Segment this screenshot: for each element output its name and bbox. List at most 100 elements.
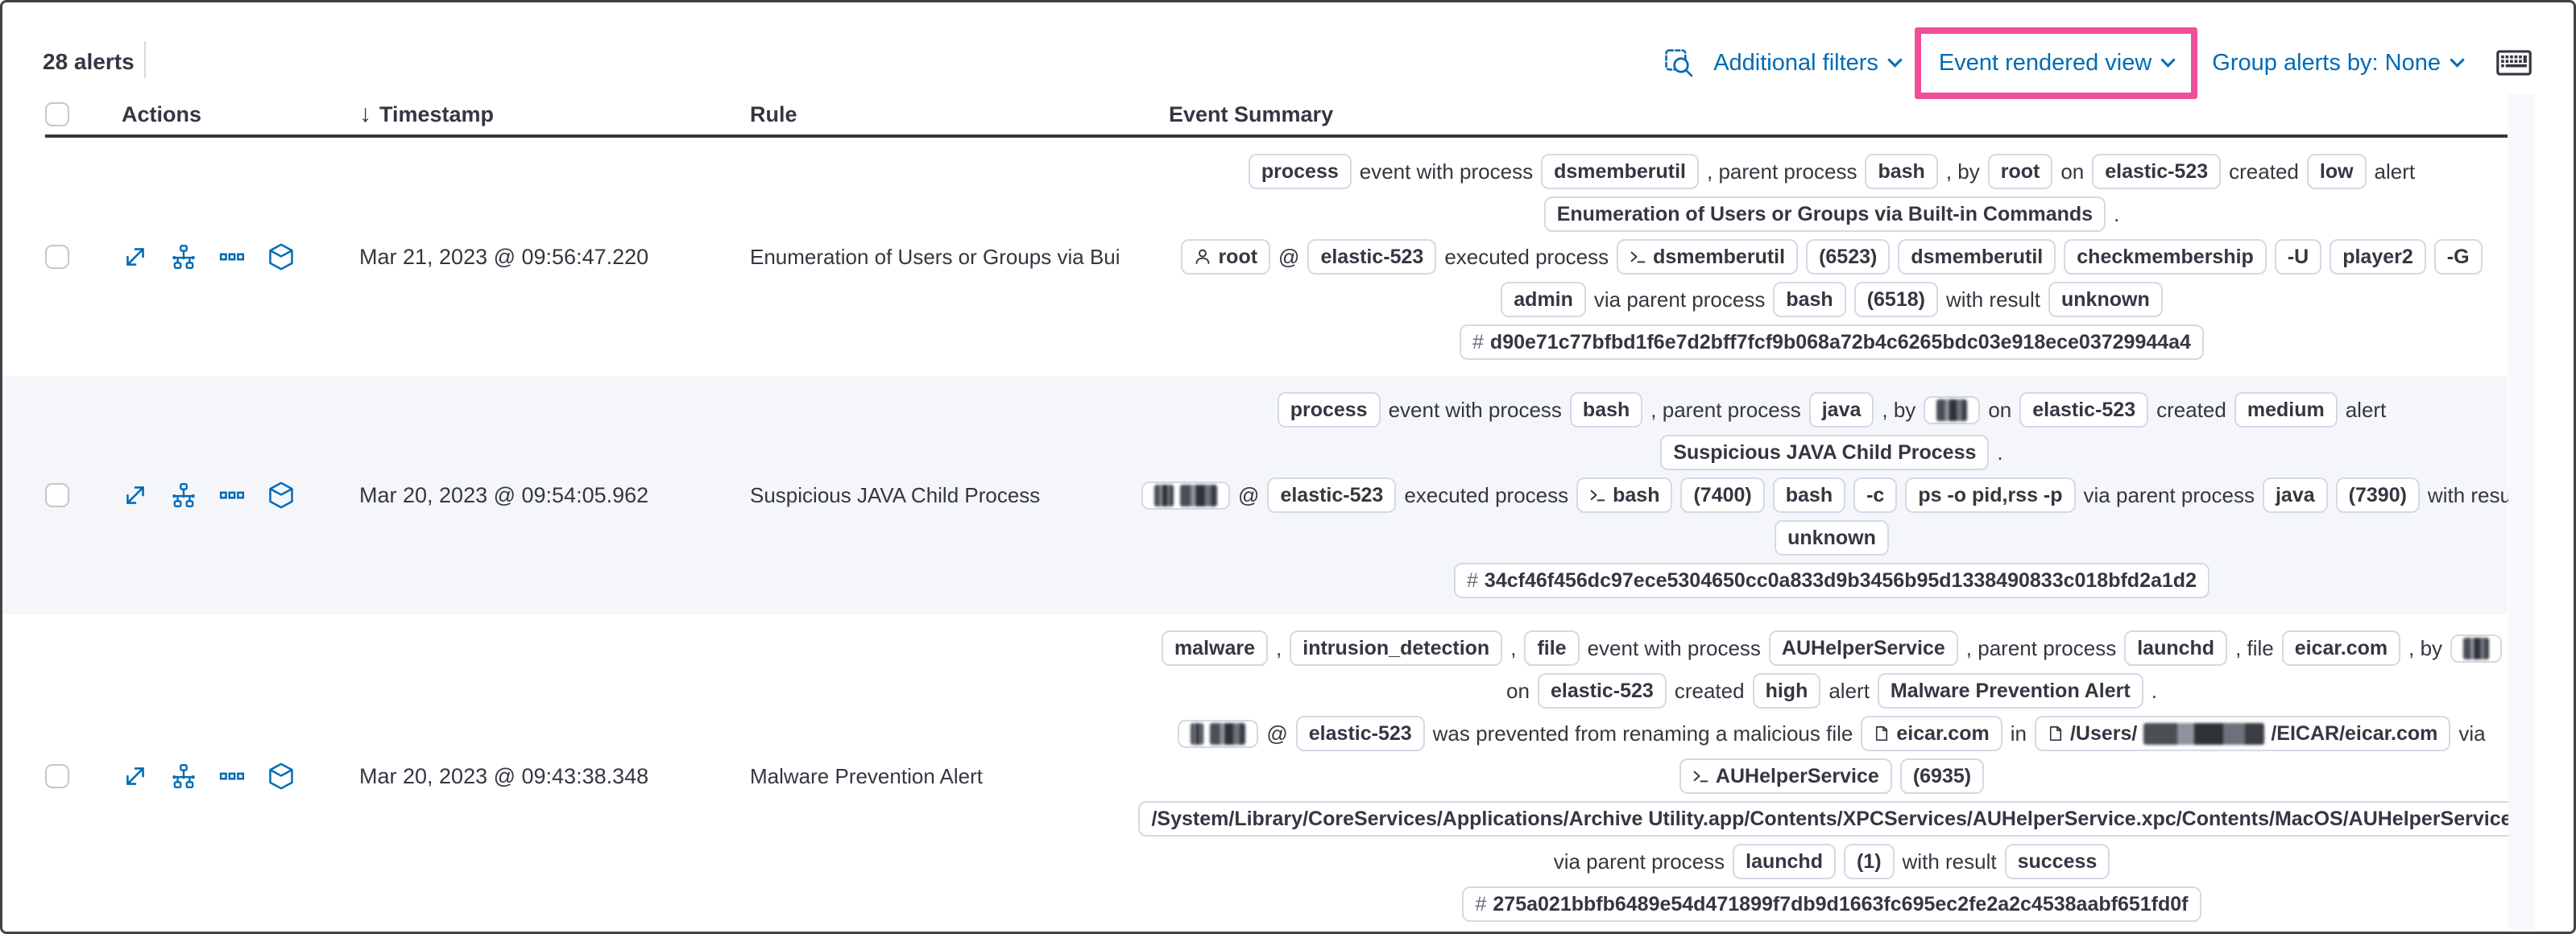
expand-button[interactable] (122, 481, 149, 509)
value-badge[interactable]: process (1277, 392, 1381, 428)
scrollbar[interactable] (2508, 94, 2535, 929)
column-header-event-summary: Event Summary (1169, 101, 1334, 126)
more-actions-button[interactable] (218, 481, 246, 509)
table-header-row: Actions ↓ Timestamp Rule Event Summary (45, 94, 2508, 138)
expand-button[interactable] (122, 243, 149, 271)
hash-value-badge[interactable]: #d90e71c77bfbd1f6e7d2bff7fcf9b068a72b4c6… (1460, 324, 2204, 360)
value-badge[interactable]: elastic-523 (1307, 239, 1437, 275)
value-badge[interactable]: bash (1773, 282, 1846, 317)
value-badge[interactable]: medium (2234, 392, 2338, 428)
value-badge[interactable]: bash (1772, 477, 1846, 513)
value-badge[interactable] (1924, 395, 1981, 424)
value-badge[interactable]: admin (1501, 282, 1586, 317)
terminal-value-badge[interactable]: dsmemberutil (1617, 239, 1799, 275)
timeline-button[interactable] (267, 762, 296, 791)
value-badge[interactable]: Enumeration of Users or Groups via Built… (1543, 196, 2106, 232)
value-badge[interactable]: success (2004, 844, 2110, 879)
document-value-badge[interactable]: /Users//EICAR/eicar.com (2034, 716, 2451, 751)
summary-text: via parent process (1553, 849, 1725, 874)
summary-text: via parent process (2083, 482, 2255, 507)
badge-text: (7390) (2348, 484, 2407, 506)
value-badge[interactable]: launchd (1733, 844, 1836, 879)
group-alerts-button[interactable]: Group alerts by: None (2212, 50, 2465, 76)
more-actions-button[interactable] (218, 762, 246, 790)
analyzer-button[interactable] (170, 762, 197, 790)
value-badge[interactable]: unknown (1775, 520, 1889, 556)
column-header-rule: Rule (750, 101, 797, 126)
timeline-button[interactable] (267, 242, 296, 271)
value-badge[interactable]: root (1987, 154, 2053, 189)
value-badge[interactable]: Suspicious JAVA Child Process (1660, 435, 1990, 470)
analyzer-button[interactable] (170, 243, 197, 271)
document-value-badge[interactable]: eicar.com (1861, 716, 2002, 751)
timeline-button[interactable] (267, 481, 296, 510)
value-badge[interactable] (1141, 481, 1231, 510)
summary-text: on (1506, 678, 1530, 703)
value-badge[interactable]: eicar.com (2281, 630, 2401, 666)
badge-text: bash (1613, 484, 1660, 506)
value-badge[interactable]: launchd (2124, 630, 2228, 666)
value-badge[interactable]: unknown (2048, 282, 2163, 317)
value-badge[interactable]: file (1524, 630, 1580, 666)
view-selector-button[interactable]: Event rendered view (1939, 50, 2176, 76)
value-badge[interactable]: (6935) (1899, 758, 1985, 794)
value-badge[interactable]: (7400) (1680, 477, 1765, 513)
value-badge[interactable] (1178, 719, 1259, 748)
user-icon (1194, 248, 1211, 266)
value-badge[interactable]: elastic-523 (1537, 673, 1667, 709)
value-badge[interactable]: elastic-523 (1267, 477, 1397, 513)
value-badge[interactable]: player2 (2330, 239, 2426, 275)
value-badge[interactable]: -U (2274, 239, 2322, 275)
value-badge[interactable]: Malware Prevention Alert (1877, 673, 2143, 709)
analyzer-button[interactable] (170, 481, 197, 509)
more-actions-button[interactable] (218, 243, 246, 271)
value-badge[interactable]: -c (1853, 477, 1898, 513)
value-badge[interactable]: intrusion_detection (1290, 630, 1503, 666)
value-badge[interactable]: ps -o pid,rss -p (1905, 477, 2076, 513)
value-badge[interactable]: elastic-523 (2092, 154, 2222, 189)
row-checkbox[interactable] (45, 245, 69, 269)
value-badge[interactable]: -G (2433, 239, 2483, 275)
terminal-value-badge[interactable]: AUHelperService (1679, 758, 1892, 794)
badge-text: bash (1786, 288, 1833, 311)
additional-filters-label: Additional filters (1713, 49, 1878, 76)
value-badge[interactable]: (6518) (1853, 282, 1938, 317)
badge-text: launchd (2137, 637, 2215, 659)
keyboard-shortcuts-icon[interactable] (2496, 50, 2532, 76)
hash-value-badge[interactable]: #34cf46f456dc97ece5304650cc0a833d9b3456b… (1454, 563, 2209, 598)
value-badge[interactable]: dsmemberutil (1541, 154, 1700, 189)
value-badge[interactable]: elastic-523 (1295, 716, 1425, 751)
value-badge[interactable]: high (1752, 673, 1821, 709)
value-badge[interactable]: /System/Library/CoreServices/Application… (1138, 801, 2525, 837)
user-value-badge[interactable]: root (1181, 239, 1271, 275)
additional-filters-button[interactable]: Additional filters (1713, 49, 1903, 76)
value-badge[interactable]: AUHelperService (1768, 630, 1958, 666)
value-badge[interactable]: malware (1161, 630, 1269, 666)
value-badge[interactable]: bash (1569, 392, 1643, 428)
value-badge[interactable]: java (1808, 392, 1874, 428)
summary-line: AUHelperService(6935) (1679, 758, 1985, 794)
value-badge[interactable]: (1) (1843, 844, 1895, 879)
column-header-timestamp[interactable]: ↓ Timestamp (359, 101, 750, 128)
select-all-checkbox[interactable] (45, 102, 69, 126)
badge-text: root (1218, 246, 1258, 268)
value-badge[interactable] (2450, 634, 2503, 663)
terminal-value-badge[interactable]: bash (1576, 477, 1673, 513)
inspect-icon[interactable] (1663, 48, 1694, 78)
value-badge[interactable]: dsmemberutil (1898, 239, 2056, 275)
hash-value-badge[interactable]: #275a021bbfb6489e54d471899f7db9d1663fc69… (1462, 886, 2201, 922)
badge-text: success (2017, 850, 2098, 873)
value-badge[interactable]: process (1248, 154, 1352, 189)
value-badge[interactable]: java (2262, 477, 2328, 513)
value-badge[interactable]: low (2306, 154, 2367, 189)
value-badge[interactable]: (6523) (1806, 239, 1891, 275)
expand-button[interactable] (122, 762, 149, 790)
value-badge[interactable]: elastic-523 (2019, 392, 2149, 428)
row-checkbox[interactable] (45, 483, 69, 507)
value-badge[interactable]: (7390) (2335, 477, 2420, 513)
value-badge[interactable]: checkmembership (2064, 239, 2267, 275)
value-badge[interactable]: bash (1865, 154, 1938, 189)
row-checkbox[interactable] (45, 764, 69, 788)
